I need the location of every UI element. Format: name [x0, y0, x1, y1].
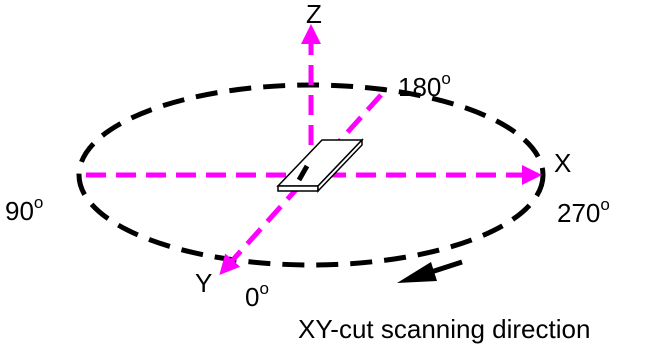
y-axis-label: Y: [195, 268, 212, 298]
sample-plate-side: [317, 138, 363, 193]
y-axis-line: [219, 93, 383, 275]
x-axis-label: X: [554, 148, 571, 178]
angle-label-0: 0o: [245, 279, 269, 312]
sample-plate-edge: [277, 185, 319, 192]
angle-value-0: 0: [245, 282, 259, 312]
angle-value-180: 180: [398, 72, 441, 102]
sample-plate: [276, 139, 364, 187]
degree-sup-270: o: [600, 195, 609, 214]
degree-sup-90: o: [34, 193, 43, 212]
scan-direction-arrow-icon: [397, 262, 437, 283]
angle-value-270: 270: [557, 198, 600, 228]
degree-sup-180: o: [441, 69, 450, 88]
angle-label-180: 180o: [398, 69, 451, 102]
degree-sup-0: o: [259, 279, 268, 298]
z-axis-label: Z: [306, 0, 322, 29]
angle-label-270: 270o: [557, 195, 610, 228]
sample-center-mark: [296, 164, 310, 182]
angle-label-90: 90o: [5, 193, 43, 226]
scanning-direction-caption: XY-cut scanning direction: [298, 314, 590, 344]
angle-value-90: 90: [5, 196, 34, 226]
